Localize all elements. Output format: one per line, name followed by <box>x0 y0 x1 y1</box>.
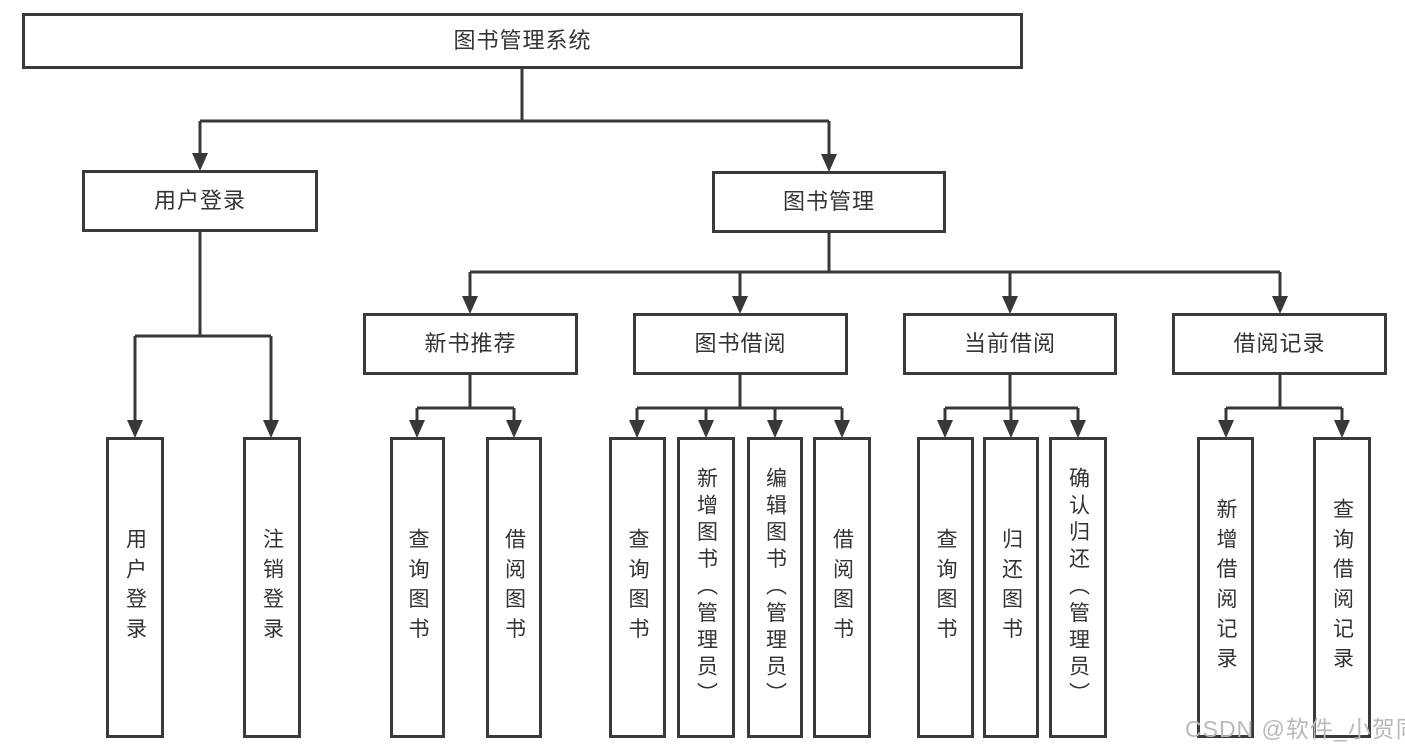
node-label: 确认归还（管理员） <box>1066 466 1090 709</box>
leaf-query-borrow-record: 查询借阅记录 <box>1313 437 1371 738</box>
node-label: 用户登录 <box>153 188 246 213</box>
leaf-confirm-return-admin: 确认归还（管理员） <box>1049 437 1107 738</box>
leaf-query-books-3: 查询图书 <box>917 437 974 738</box>
leaf-query-books-2: 查询图书 <box>609 437 666 738</box>
node-label: 查询图书 <box>934 527 957 648</box>
node-label: 图书管理系统 <box>453 28 592 53</box>
node-label: 图书借阅 <box>694 331 787 356</box>
leaf-return-books: 归还图书 <box>983 437 1039 738</box>
node-label: 查询图书 <box>626 527 649 648</box>
leaf-borrow-books-1: 借阅图书 <box>486 437 542 738</box>
node-label: 图书管理 <box>782 189 875 214</box>
node-label: 借阅图书 <box>830 527 854 648</box>
node-label: 新增借阅记录 <box>1214 498 1237 677</box>
leaf-query-books-1: 查询图书 <box>390 437 445 738</box>
leaf-logout: 注销登录 <box>243 437 301 738</box>
leaf-user-login: 用户登录 <box>106 437 164 738</box>
leaf-add-borrow-record: 新增借阅记录 <box>1197 437 1254 738</box>
arrowheads <box>127 153 1350 438</box>
node-label: 当前借阅 <box>963 331 1056 356</box>
leaf-borrow-books-2: 借阅图书 <box>813 437 871 738</box>
node-label: 查询图书 <box>406 527 429 648</box>
node-borrow-records: 借阅记录 <box>1172 313 1387 375</box>
node-label: 查询借阅记录 <box>1330 498 1354 677</box>
node-new-book-recommend: 新书推荐 <box>363 313 578 375</box>
node-label: 借阅图书 <box>502 527 526 648</box>
node-book-management: 图书管理 <box>712 171 946 233</box>
leaf-add-books-admin: 新增图书（管理员） <box>677 437 735 738</box>
node-label: 归还图书 <box>999 527 1023 648</box>
node-label: 用户登录 <box>123 527 147 648</box>
csdn-watermark: CSDN @软件_小贺同学 <box>1185 716 1405 742</box>
node-label: 借阅记录 <box>1233 331 1326 356</box>
node-current-borrow: 当前借阅 <box>903 313 1117 375</box>
node-user-login: 用户登录 <box>82 170 318 232</box>
leaf-edit-books-admin: 编辑图书（管理员） <box>747 437 803 738</box>
node-root-library-system: 图书管理系统 <box>22 13 1023 69</box>
node-label: 新增图书（管理员） <box>694 466 718 709</box>
node-label: 编辑图书（管理员） <box>763 466 787 709</box>
node-label: 新书推荐 <box>424 331 517 356</box>
node-label: 注销登录 <box>260 527 284 648</box>
node-book-borrow: 图书借阅 <box>633 313 848 375</box>
